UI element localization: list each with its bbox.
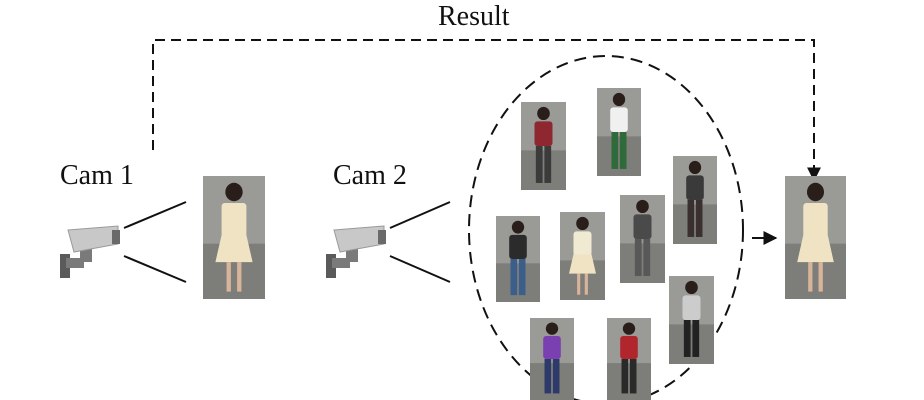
result-path bbox=[152, 39, 821, 182]
camera-2-icon bbox=[326, 225, 386, 278]
view-line bbox=[123, 201, 187, 229]
gallery-person-photo bbox=[521, 102, 566, 190]
query-person-photo bbox=[203, 176, 265, 299]
gallery-person-photo bbox=[673, 156, 717, 244]
gallery-person-photo bbox=[607, 318, 651, 400]
camera-1-icon bbox=[60, 225, 120, 278]
gallery-person-photo bbox=[530, 318, 574, 400]
view-line bbox=[389, 255, 451, 283]
result-person-photo bbox=[785, 176, 846, 299]
view-line bbox=[123, 255, 187, 283]
gallery-ellipse bbox=[468, 55, 744, 400]
gallery-person-photo bbox=[620, 195, 665, 283]
gallery-person-photo bbox=[560, 212, 605, 300]
result-label: Result bbox=[438, 1, 510, 32]
gallery-person-photo bbox=[597, 88, 641, 176]
view-line bbox=[389, 201, 451, 229]
gallery-person-photo bbox=[669, 276, 714, 364]
gallery-person-photo bbox=[496, 216, 540, 302]
cam-1-label: Cam 1 bbox=[60, 160, 134, 191]
cam-2-label: Cam 2 bbox=[333, 160, 407, 191]
